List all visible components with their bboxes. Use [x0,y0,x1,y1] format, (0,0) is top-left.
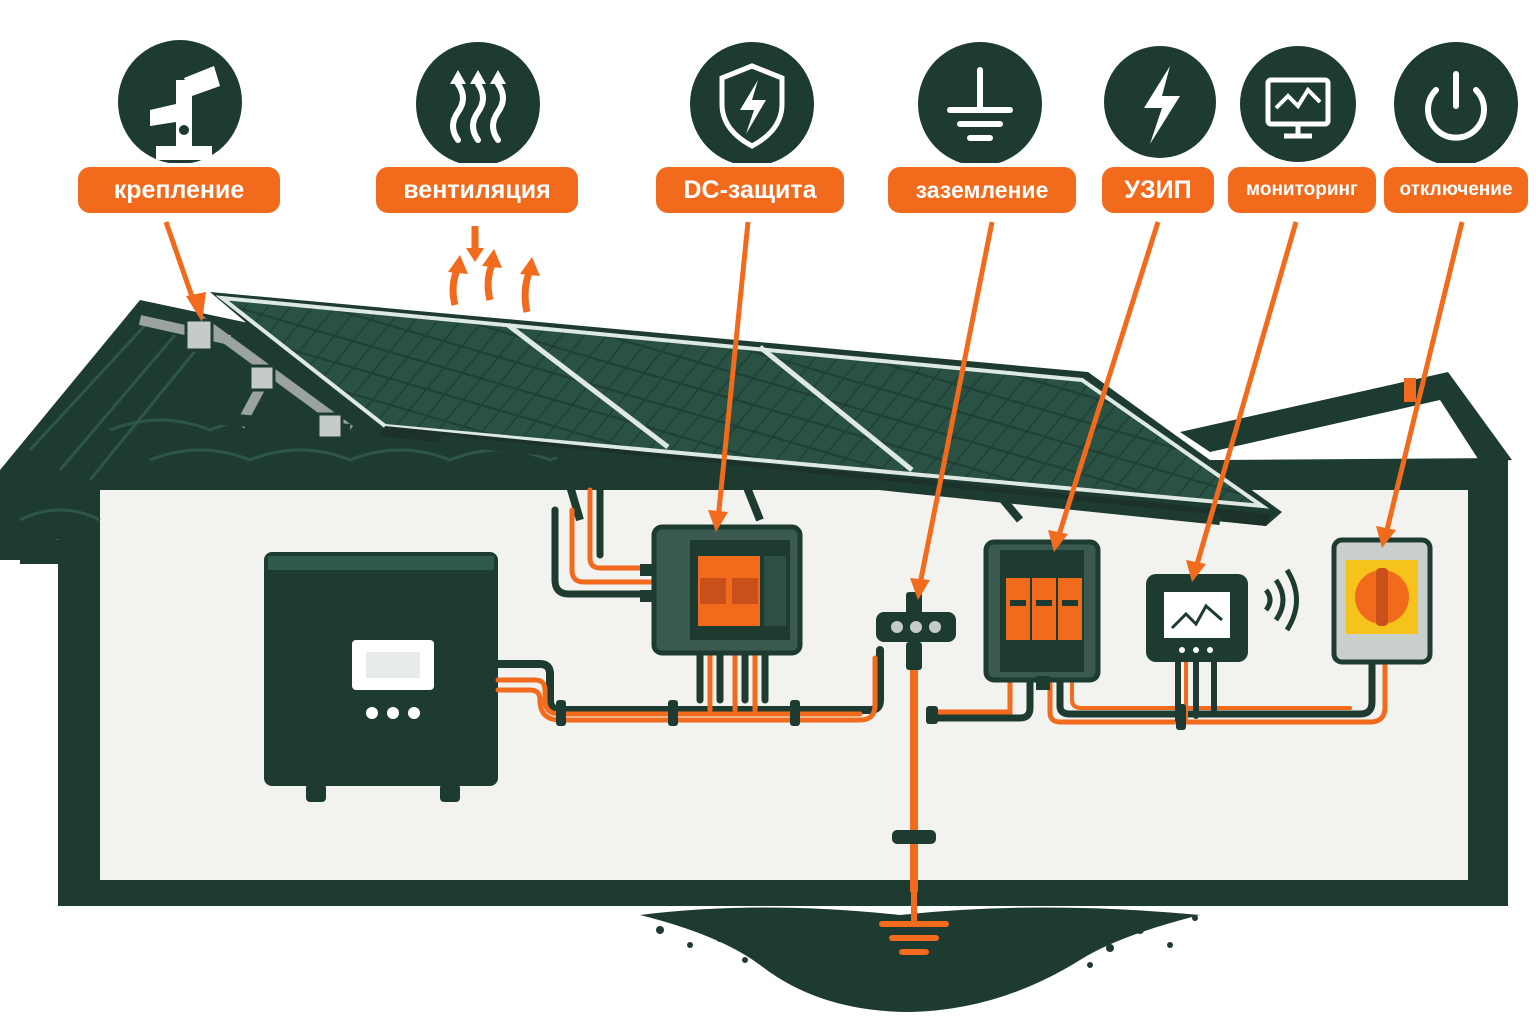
disconnect-switch [1331,537,1433,665]
ground-mound [640,907,1200,1012]
label-disconnect: отключение [1384,167,1528,213]
callout-lines [163,221,1465,585]
mounting-icon [118,40,242,164]
monitoring-icon [1240,46,1356,162]
label-monitoring: мониторинг [1228,167,1376,213]
cable-clamps [556,700,1186,844]
grounding-icon [918,42,1042,166]
grounding-busbar [876,592,956,670]
mounting-brackets [138,315,353,440]
spd-icon [1104,46,1216,158]
label-surge-protection: УЗИП [1102,167,1214,213]
callout-arrowheads [186,292,1396,600]
spd-box [983,539,1101,690]
label-ventilation: вентиляция [376,167,578,213]
label-grounding: заземление [888,167,1076,213]
inverter [264,552,498,802]
ground-symbol [879,887,949,955]
ventilation-icon [416,42,540,166]
monitoring-device [1146,568,1299,662]
dc-protection-box [640,524,803,656]
solar-array [210,292,1282,526]
label-dc-protection: DC-защита [656,167,844,213]
label-mounting: крепление [78,167,280,213]
cables [494,486,1388,894]
disconnect-icon [1394,42,1518,166]
dc-protection-icon [690,42,814,166]
